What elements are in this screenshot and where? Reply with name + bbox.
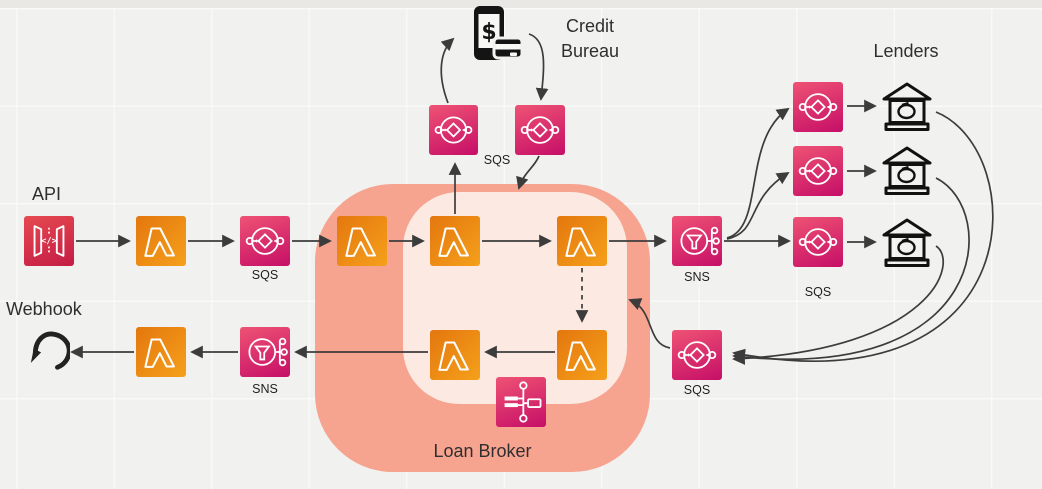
svg-text:$: $ (481, 20, 496, 45)
sqs-icon (240, 216, 290, 266)
bank-icon (880, 79, 934, 138)
sqs-icon (515, 105, 565, 155)
lambda-icon (430, 216, 480, 266)
lambda-icon (557, 330, 607, 380)
lambda-icon (430, 330, 480, 380)
sqs-label: SQS (251, 268, 279, 282)
bank-icon (880, 215, 934, 274)
sns-icon (672, 216, 722, 266)
sns-label: SNS (252, 382, 278, 396)
lambda-icon (136, 327, 186, 377)
sqs-label: SQS (804, 285, 832, 299)
mobile-payment-icon: $ (458, 4, 524, 71)
loan-broker-label: Loan Broker (433, 441, 532, 461)
lambda-icon (557, 216, 607, 266)
lambda-icon (136, 216, 186, 266)
sqs-label: SQS (683, 383, 711, 397)
bank-icon (880, 143, 934, 202)
sqs-icon (429, 105, 478, 155)
step-functions-icon (496, 377, 546, 427)
lenders-label: Lenders (873, 41, 939, 61)
sqs-icon (672, 330, 722, 380)
api-label: API (32, 184, 62, 204)
sns-icon (240, 327, 290, 377)
lambda-icon (337, 216, 387, 266)
credit-bureau-label: Credit Bureau (560, 16, 620, 62)
sqs-icon (793, 146, 843, 196)
sqs-icon (793, 217, 843, 267)
webhook-label: Webhook (6, 299, 82, 319)
sqs-icon (793, 82, 843, 132)
grid-top-strip (0, 0, 1042, 8)
api-gateway-icon (24, 216, 74, 266)
sqs-label: SQS (483, 153, 511, 167)
sns-label: SNS (684, 270, 710, 284)
return-arrow-icon (16, 322, 72, 381)
